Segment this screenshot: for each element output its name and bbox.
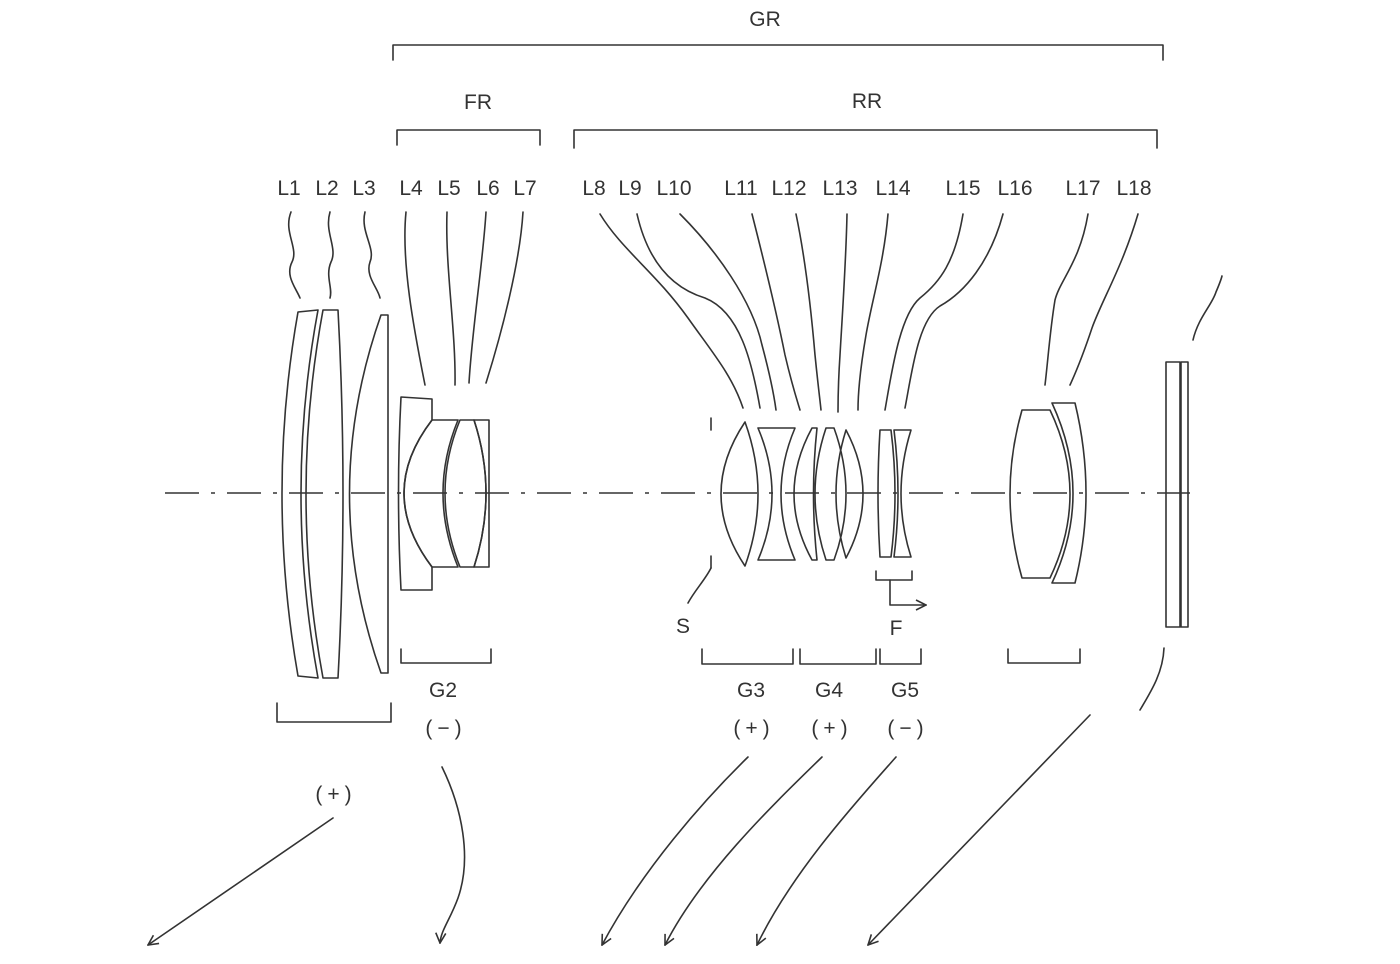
lens-group-5: [877, 429, 912, 558]
lens-l2: [305, 309, 344, 679]
bracket-fr-label: FR: [464, 91, 492, 114]
lens-l9: [757, 427, 796, 561]
lens-label-l2: L2: [315, 177, 338, 200]
arrow-g4: [665, 756, 823, 945]
focusing-label: F: [890, 617, 903, 640]
group-g5-name: G5: [891, 679, 919, 702]
lens-label-l15: L15: [945, 177, 980, 200]
bracket-gr-label: GR: [749, 8, 781, 31]
lens-label-l12: L12: [771, 177, 806, 200]
glass-block-upper-leader: [1192, 275, 1223, 341]
lens-l10: [793, 427, 818, 561]
leader-l13: [837, 213, 848, 413]
lens-label-l3: L3: [352, 177, 375, 200]
movement-arrows: [148, 714, 1091, 945]
bracket-gr: GR: [392, 8, 1164, 61]
bracket-g1: [276, 702, 392, 723]
leader-l7: [485, 211, 524, 384]
group-g2-name: G2: [429, 679, 457, 702]
bracket-rr: RR: [573, 90, 1158, 149]
group-g4-sign: (+): [811, 717, 852, 740]
lens-l17: [1009, 409, 1071, 579]
lens-label-l10: L10: [656, 177, 691, 200]
arrow-rear-group: [868, 714, 1091, 945]
leader-l8: [599, 213, 744, 409]
lens-label-l1: L1: [277, 177, 300, 200]
aperture-stop-leader: [687, 567, 712, 604]
lens-label-l5: L5: [437, 177, 460, 200]
leader-l1: [287, 211, 301, 299]
aperture-stop-label: S: [676, 615, 690, 638]
lens-l7: [473, 419, 490, 568]
lens-l8: [720, 421, 759, 567]
lens-l11: [814, 427, 847, 561]
arrow-g2: [440, 766, 466, 943]
group-g3-name: G3: [737, 679, 765, 702]
lens-label-l16: L16: [997, 177, 1032, 200]
bracket-g5: [879, 648, 922, 665]
lens-l13: [877, 429, 896, 558]
lens-group-rear: [1009, 402, 1087, 584]
lens-l1: [281, 309, 319, 679]
focusing-indicator: F: [875, 570, 926, 640]
bracket-g2: [400, 648, 492, 664]
group-brackets: [276, 648, 1081, 723]
leader-l17: [1044, 213, 1089, 386]
bracket-rr-label: RR: [852, 90, 882, 113]
leader-l5: [445, 211, 456, 386]
focus-direction-arrow: [889, 579, 926, 605]
lens-label-l11: L11: [724, 177, 757, 200]
lens-label-l13: L13: [822, 177, 857, 200]
leader-l16: [904, 213, 1004, 409]
leader-l9: [636, 213, 761, 409]
leader-l12: [795, 213, 822, 411]
lens-group-2: [397, 396, 490, 591]
lens-label-l17: L17: [1065, 177, 1100, 200]
group-labels: (+) G2 (−) G3 (+) G4 (+) G5 (−): [315, 679, 928, 806]
leader-l3: [363, 211, 381, 299]
lens-l5: [403, 419, 459, 568]
leader-l14: [857, 213, 889, 411]
lens-label-l6: L6: [476, 177, 499, 200]
leader-l18: [1069, 213, 1139, 386]
lens-l14: [893, 429, 912, 558]
arrow-g5: [757, 756, 897, 945]
leader-l4: [404, 211, 426, 386]
lens-label-l14: L14: [875, 177, 910, 200]
lens-l18: [1051, 402, 1087, 584]
lens-label-l8: L8: [582, 177, 605, 200]
arrow-g1: [148, 817, 334, 945]
lens-label-l4: L4: [399, 177, 423, 200]
group-g2-sign: (−): [425, 717, 466, 740]
leader-l6: [468, 211, 487, 384]
group-g1-sign: (+): [315, 783, 356, 806]
lens-label-l18: L18: [1116, 177, 1151, 200]
lens-label-l7: L7: [513, 177, 536, 200]
bracket-fr: FR: [396, 91, 541, 146]
bracket-g4: [799, 648, 877, 665]
aperture-stop: S: [676, 417, 712, 638]
lens-label-l9: L9: [618, 177, 641, 200]
group-g5-sign: (−): [887, 717, 928, 740]
lens-l3: [348, 314, 389, 674]
group-g4-name: G4: [815, 679, 843, 702]
glass-block-lower-leader: [1139, 647, 1165, 711]
lens-group-4: [814, 427, 864, 561]
bracket-g3: [701, 648, 794, 665]
leader-l15: [884, 213, 964, 411]
lens-labels: L1 L2 L3 L4 L5 L6 L7 L8 L9 L10 L11 L12 L…: [277, 177, 1151, 200]
lens-leaders: [287, 211, 1139, 413]
leader-l10: [679, 213, 777, 411]
leader-l2: [327, 211, 334, 299]
lens-group-3: [720, 421, 818, 567]
lens-group-1: [281, 309, 389, 679]
group-g3-sign: (+): [733, 717, 774, 740]
bracket-rear-group: [1007, 648, 1081, 664]
arrow-g3: [602, 756, 749, 945]
lens-l12: [835, 429, 864, 559]
glass-block: [1139, 275, 1223, 711]
leader-l11: [751, 213, 801, 411]
